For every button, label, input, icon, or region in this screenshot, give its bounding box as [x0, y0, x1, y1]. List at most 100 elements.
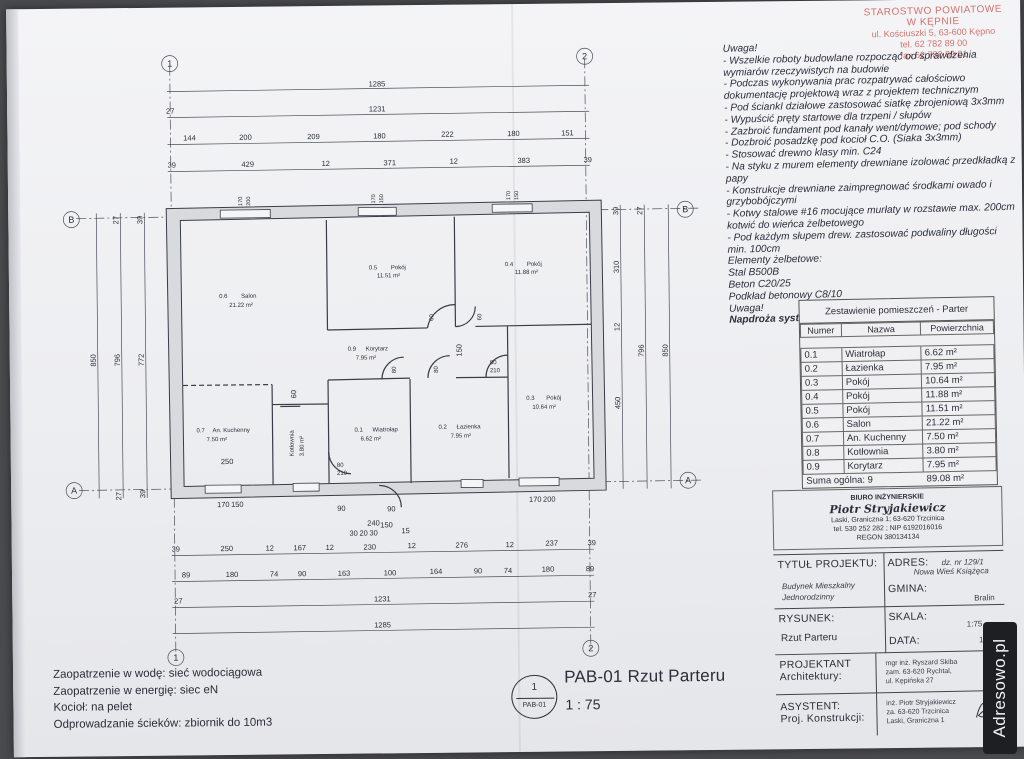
- room-name: Wiatrołap: [373, 427, 399, 433]
- room-name: An. Kuchenny: [213, 428, 250, 434]
- dim-label: 12: [266, 544, 274, 553]
- door-height: 210: [337, 471, 348, 477]
- dim-label: 39: [583, 155, 591, 164]
- window-dim: 170: [371, 194, 377, 203]
- door-width: 60: [429, 314, 435, 321]
- date-label: DATA:: [888, 634, 921, 648]
- scale-value: 1:75: [966, 619, 983, 629]
- cell: 3.80 m²: [922, 442, 996, 459]
- room-name: Pokój: [546, 396, 561, 402]
- dim-label: 1231: [374, 594, 391, 603]
- dim-label: 27: [166, 107, 174, 116]
- dim-label: 90: [337, 504, 345, 513]
- cell: 0.8: [802, 445, 844, 461]
- dim-label: 27: [111, 216, 120, 224]
- sheet-code: PAB-01: [522, 701, 547, 709]
- dim-label: 230: [363, 542, 376, 551]
- room-area: 21.22 m²: [229, 303, 253, 309]
- dim-label: 250: [220, 544, 233, 553]
- room-area: 7.95 m²: [451, 433, 471, 439]
- dim-label: 371: [383, 158, 396, 167]
- dim-label: 180: [226, 570, 239, 579]
- door-width: 80: [434, 365, 440, 372]
- drawing-sheet: 1 2 B B A A 1 2 1285 27 1231 144 200 209…: [6, 0, 1024, 758]
- project-row: TYTUŁ PROJEKTU: Budynek Mieszkalny Jedno…: [773, 549, 1005, 609]
- door-width: 80: [392, 366, 398, 373]
- dim-label: 150: [231, 500, 244, 509]
- title-block: BIURO INŻYNIERSKIE Piotr Stryjakiewicz L…: [772, 485, 1007, 737]
- dim-label: 222: [441, 130, 454, 139]
- cell: 21.22 m²: [922, 414, 996, 431]
- dim-label: 150: [455, 344, 464, 357]
- axis-label: A: [685, 475, 691, 485]
- axis-label: B: [68, 215, 74, 225]
- dim-label: 180: [507, 129, 520, 138]
- dim-label: 20: [359, 529, 367, 538]
- dim-label: 429: [241, 160, 254, 169]
- cell: Kotłownia: [843, 444, 924, 460]
- dim-label: 27: [635, 206, 644, 214]
- sheet-number: 1: [531, 681, 538, 693]
- designer-sub: Architektury:: [779, 670, 843, 684]
- dim-label: 90: [387, 504, 395, 513]
- sum-label: Suma ogólna: 9: [806, 474, 874, 487]
- dim-label: 164: [430, 567, 443, 576]
- sum-value: 89.08 m²: [926, 472, 965, 485]
- cell: 7.95 m²: [923, 456, 997, 473]
- cell: 0.3: [801, 375, 843, 391]
- axis-label: A: [71, 486, 77, 496]
- rooms-schedule-table: Zestawienie pomieszczeń - Parter Numer N…: [798, 296, 998, 489]
- window-dim: 200: [246, 197, 252, 206]
- room-number: 0.2: [438, 425, 447, 431]
- project-value: Budynek Mieszkalny Jednorodzinny: [781, 580, 855, 603]
- dim-label: 237: [545, 539, 558, 548]
- window-dim: 150: [514, 191, 520, 200]
- drawing-row: RYSUNEK: Rzut Parteru SKALA: 1:75 DATA: …: [774, 603, 1006, 655]
- cell: Łazienka: [841, 360, 922, 376]
- cell: 11.88 m²: [921, 386, 995, 403]
- cell: 10.64 m²: [921, 372, 995, 389]
- dim-label: 796: [637, 344, 646, 357]
- dim-label: 1285: [369, 79, 386, 88]
- dim-label: 12: [612, 323, 621, 331]
- construction-notes: Uwaga! - Wszelkie roboty budowlane rozpo…: [723, 37, 1020, 327]
- dim-label: 12: [408, 541, 416, 550]
- room-name: Salon: [241, 294, 256, 300]
- room-number: 0.3: [526, 396, 535, 402]
- dim-label: 74: [504, 566, 512, 575]
- cell: 0.5: [801, 403, 843, 419]
- dim-label: 310: [612, 261, 621, 274]
- gmina-value: Bralin: [974, 593, 995, 603]
- window-dim: 170: [506, 191, 512, 200]
- sheet-title: PAB-01 Rzut Parteru: [564, 665, 726, 687]
- cell: 0.2: [801, 361, 843, 377]
- cell: 0.1: [800, 347, 842, 363]
- dim-label: 12: [326, 543, 334, 552]
- room-number: 0.6: [219, 294, 228, 300]
- room-area: 11.88 m²: [515, 270, 538, 276]
- dim-label: 796: [113, 354, 122, 367]
- dim-label: 150: [380, 520, 393, 529]
- room-number: 0.1: [355, 428, 364, 434]
- cell: 7.95 m²: [921, 358, 995, 375]
- axis-label: 1: [173, 653, 178, 663]
- dim-label: 151: [561, 128, 574, 137]
- door-width: 80: [490, 360, 497, 366]
- dim-label: 90: [298, 569, 306, 578]
- sheet-reference-circle: 1 PAB-01: [511, 674, 558, 720]
- cell: 7.50 m²: [922, 428, 996, 445]
- cell: 0.6: [802, 417, 844, 433]
- dim-label: 240: [367, 518, 380, 527]
- engineering-office: BIURO INŻYNIERSKIE Piotr Stryjakiewicz L…: [772, 485, 1004, 551]
- room-area: 7.50 m²: [207, 437, 227, 443]
- cell: 6.62 m²: [921, 344, 995, 361]
- dim-label: 39: [135, 216, 144, 224]
- dim-label: 450: [613, 397, 622, 410]
- room-number: 0.7: [197, 428, 206, 434]
- room-area: 10.64 m²: [532, 405, 556, 411]
- floor-plan-drawing: 1 2 B B A A 1 2 1285 27 1231 144 200 209…: [62, 47, 702, 666]
- dim-label: 15: [401, 526, 409, 535]
- dim-label: 383: [517, 156, 530, 165]
- dim-label: 39: [168, 161, 176, 170]
- dim-label: 27: [114, 492, 123, 500]
